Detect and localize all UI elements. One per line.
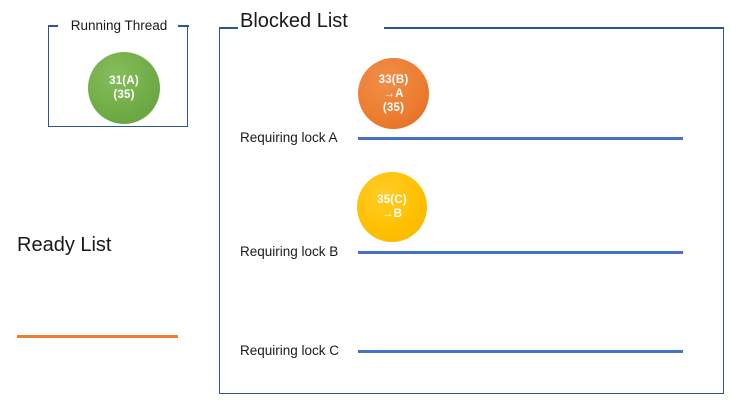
ready-list-title: Ready List: [17, 234, 112, 256]
thread-node-31a[interactable]: 31(A) (35): [88, 52, 160, 124]
thread-node-33b[interactable]: 33(B) →A (35): [358, 58, 429, 129]
blocked-list-title: Blocked List: [240, 10, 348, 32]
running-thread-panel-top-border-right: [176, 25, 189, 27]
thread-node-31a-line-1: 31(A): [109, 75, 139, 87]
blocked-list-panel-top-border-left: [219, 27, 239, 29]
blocked-list-title-gap: [238, 20, 384, 36]
running-thread-panel-top-border-left: [48, 25, 60, 27]
ready-list-line: [17, 335, 178, 338]
running-thread-title-gap: [58, 19, 178, 33]
thread-node-35c[interactable]: 35(C) →B: [357, 172, 427, 242]
thread-node-33b-line-3: (35): [382, 101, 405, 114]
requiring-lock-b-line: [358, 251, 683, 254]
requiring-lock-a-label: Requiring lock A: [240, 130, 338, 145]
running-thread-title: Running Thread: [70, 18, 168, 33]
requiring-lock-c-line: [358, 350, 683, 353]
thread-node-33b-line-1: 33(B): [378, 73, 409, 86]
blocked-list-panel: [219, 28, 724, 394]
thread-node-35c-line-1: 35(C): [377, 194, 407, 206]
requiring-lock-a-line: [358, 137, 683, 140]
thread-node-35c-line-2: →B: [381, 208, 403, 220]
blocked-list-panel-top-border-right: [383, 27, 724, 29]
thread-node-31a-line-2: (35): [113, 89, 135, 101]
requiring-lock-b-label: Requiring lock B: [240, 244, 339, 259]
requiring-lock-c-label: Requiring lock C: [240, 343, 340, 358]
thread-node-33b-line-2: →A: [383, 87, 404, 100]
